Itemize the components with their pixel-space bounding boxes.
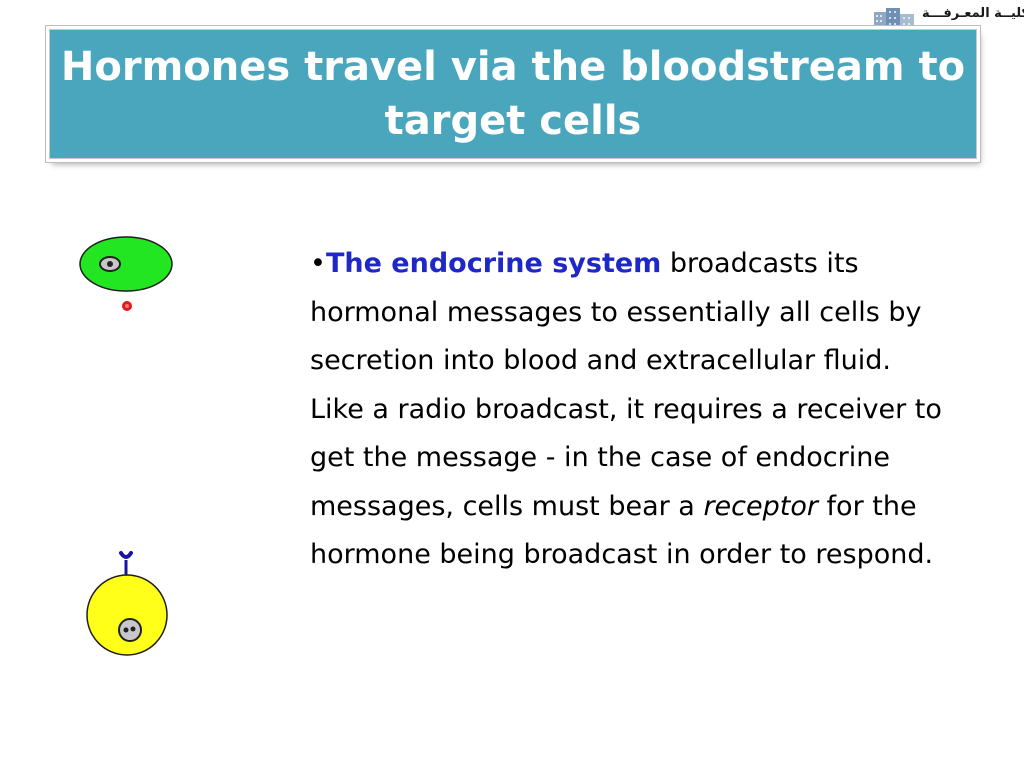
body-paragraph: •The endocrine system broadcasts its hor… [310,240,950,580]
bullet: • [310,248,326,279]
paragraph-part-1: broadcasts its hormonal messages to esse… [310,248,942,522]
cell-diagram [70,225,190,675]
title-banner: Hormones travel via the bloodstream to t… [49,29,977,159]
endocrine-system-highlight: The endocrine system [325,248,662,279]
red-hormone-dot-icon [122,301,132,311]
green-secreting-cell-icon [79,236,173,292]
yellow-target-cell-with-receptor-icon [86,551,168,656]
paragraph-part-2: for the hormone being broadcast in order… [310,490,934,571]
logo-arabic-text: كليــة المعـرفـــة [922,6,1024,21]
receptor-term: receptor [703,490,818,522]
slide-title: Hormones travel via the bloodstream to t… [60,44,966,144]
